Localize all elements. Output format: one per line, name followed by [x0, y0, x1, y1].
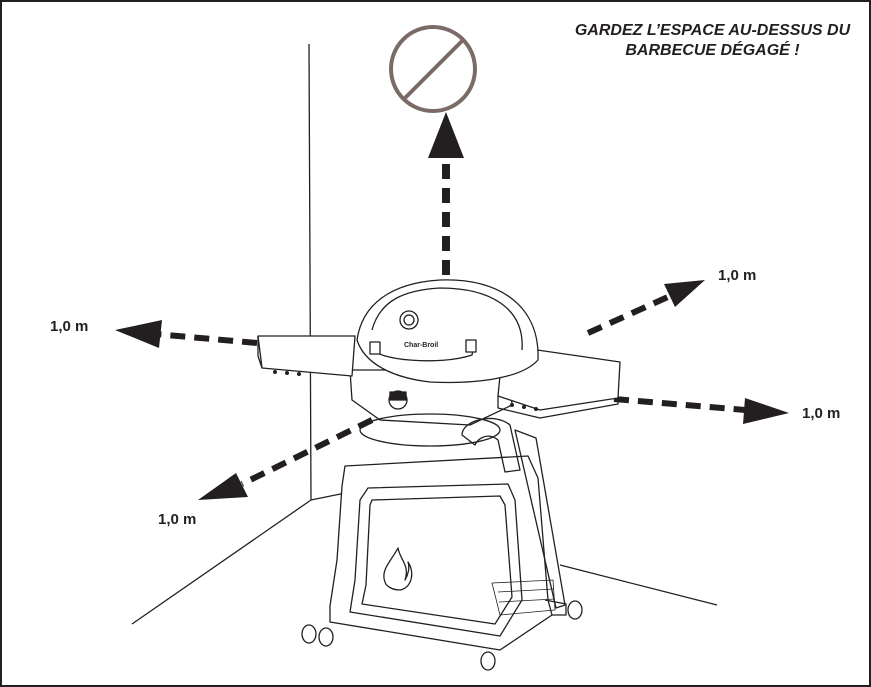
arrow-left	[115, 320, 258, 348]
clearance-front-left-label: 1,0 m	[158, 511, 197, 528]
warning-line-1: GARDEZ L’ESPACE AU-DESSUS DU	[574, 22, 851, 39]
cart-panel-outline	[349, 483, 523, 637]
wall-corner-line	[308, 43, 312, 501]
cart-panel-inner	[361, 495, 513, 625]
grill-illustration	[257, 279, 621, 671]
clearance-right-upper-label: 1,0 m	[718, 267, 757, 284]
arrow-up	[428, 112, 464, 275]
shelf-rivets	[273, 370, 538, 411]
warning-line-2: BARBECUE DÉGAGÉ !	[625, 42, 800, 59]
flame-icon	[383, 547, 413, 591]
grill-brand: Char-Broil	[404, 342, 438, 349]
warning-text: GARDEZ L’ESPACE AU-DESSUS DU BARBECUE DÉ…	[560, 21, 865, 61]
clearance-left-label: 1,0 m	[50, 318, 89, 335]
floor-right-line	[559, 564, 718, 606]
no-symbol-icon	[389, 25, 477, 113]
arrow-front-left	[198, 417, 374, 500]
arrow-right-lower	[613, 396, 789, 424]
grill-leg	[514, 429, 566, 609]
grill-rack	[491, 579, 556, 616]
grill-wheels	[301, 600, 583, 671]
arrow-right-upper	[586, 280, 705, 336]
floor-left-line	[131, 499, 312, 625]
clearance-right-lower-label: 1,0 m	[802, 405, 841, 422]
temperature-gauge	[399, 310, 419, 330]
grill-lid	[356, 279, 539, 384]
left-side-shelf	[257, 335, 356, 377]
